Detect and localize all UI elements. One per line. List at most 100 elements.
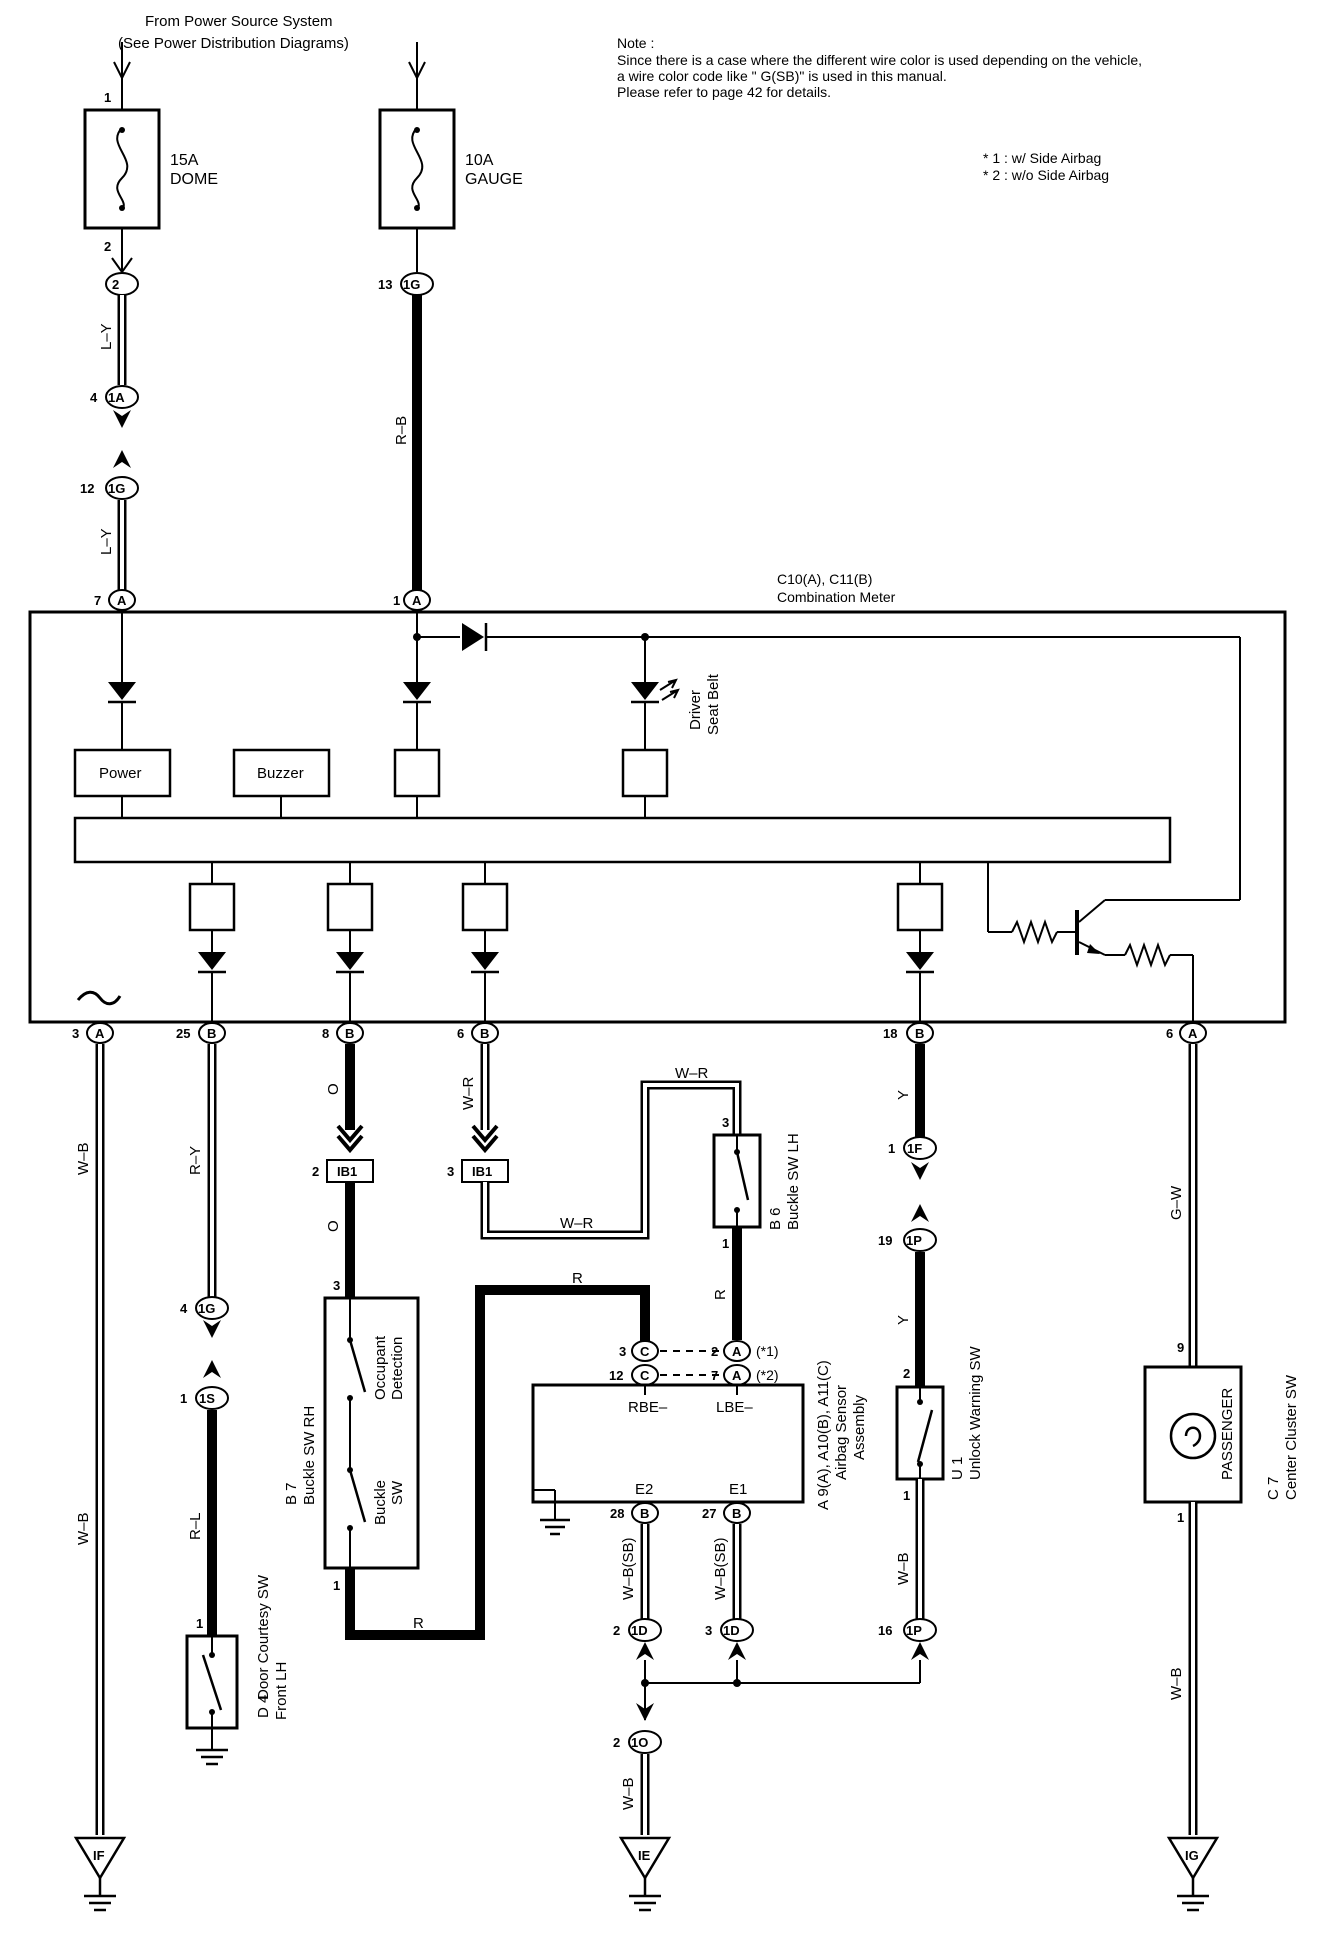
svg-text:(*1): (*1) [756, 1343, 779, 1359]
lamp-label-1: Driver [687, 690, 704, 730]
svg-text:2: 2 [613, 1623, 620, 1638]
svg-text:A: A [1188, 1026, 1198, 1041]
svg-text:19: 19 [878, 1233, 892, 1248]
svg-text:3: 3 [333, 1278, 340, 1293]
svg-text:A: A [732, 1344, 742, 1359]
svg-text:16: 16 [878, 1623, 892, 1638]
svg-text:B: B [345, 1026, 354, 1041]
footnote-1: * 1 : w/ Side Airbag [983, 150, 1101, 166]
svg-text:6: 6 [457, 1026, 464, 1041]
fuse-dome-rating: 15A [170, 152, 199, 169]
svg-text:1S: 1S [199, 1391, 215, 1406]
power-block-label: Power [99, 765, 142, 782]
door-sw-id: D 4 [255, 1695, 272, 1718]
svg-text:Occupant: Occupant [372, 1335, 389, 1400]
svg-text:2: 2 [613, 1735, 620, 1750]
svg-text:28: 28 [610, 1506, 624, 1521]
lamp-label-2: Seat Belt [705, 673, 722, 735]
svg-text:1A: 1A [108, 390, 125, 405]
svg-text:1D: 1D [723, 1623, 740, 1638]
svg-text:7: 7 [711, 1368, 718, 1383]
svg-text:1: 1 [333, 1578, 340, 1593]
power-source-ref: (See Power Distribution Diagrams) [118, 35, 349, 52]
svg-text:W–B: W–B [1168, 1667, 1185, 1700]
power-source-label: From Power Source System [145, 13, 333, 30]
meter-bottom-pins: A 3 B 25 B 8 B 6 B 18 A 6 [72, 1022, 1207, 1044]
svg-text:C: C [640, 1368, 650, 1383]
buzzer-block-label: Buzzer [257, 765, 304, 782]
wire-gw-cluster: G–W 9 PASSENGER C 7 Center Cluster SW 1 … [1143, 1044, 1300, 1912]
svg-text:12: 12 [609, 1368, 623, 1383]
svg-text:R–Y: R–Y [187, 1146, 204, 1175]
airbag-sensor-assembly: C 3 C 12 A 2 A 7 (*1) (*2) RBE– LBE– E2 … [531, 1340, 868, 1536]
fuse-dome-name: DOME [170, 171, 218, 188]
note-title: Note : [617, 35, 654, 51]
svg-text:2: 2 [112, 277, 119, 292]
airbag-name-1: Airbag Sensor [833, 1385, 850, 1480]
svg-text:1O: 1O [631, 1735, 648, 1750]
unlock-name: Unlock Warning SW [967, 1346, 984, 1480]
svg-text:B: B [640, 1506, 649, 1521]
svg-text:3: 3 [705, 1623, 712, 1638]
note-line-2: a wire color code like " G(SB)" is used … [617, 68, 947, 84]
footnote-2: * 2 : w/o Side Airbag [983, 167, 1109, 183]
svg-text:1D: 1D [631, 1623, 648, 1638]
svg-text:A: A [95, 1026, 105, 1041]
connector-1A [105, 385, 139, 409]
meter-control-bar [73, 816, 1172, 864]
svg-text:2: 2 [711, 1344, 718, 1359]
wire-color-ly-1: L–Y [98, 323, 115, 350]
svg-text:8: 8 [322, 1026, 329, 1041]
svg-text:O: O [325, 1083, 342, 1095]
svg-text:C: C [640, 1344, 650, 1359]
svg-text:B: B [915, 1026, 924, 1041]
svg-text:1F: 1F [907, 1141, 922, 1156]
svg-text:W–B: W–B [895, 1552, 912, 1585]
svg-text:Detection: Detection [389, 1337, 406, 1400]
cluster-name: Center Cluster SW [1283, 1374, 1300, 1500]
svg-text:6: 6 [1166, 1026, 1173, 1041]
svg-text:(*2): (*2) [756, 1367, 779, 1383]
svg-text:27: 27 [702, 1506, 716, 1521]
svg-text:B: B [207, 1026, 216, 1041]
svg-text:1: 1 [1177, 1510, 1184, 1525]
svg-text:1P: 1P [906, 1623, 922, 1638]
svg-text:Y: Y [895, 1315, 912, 1325]
fuse-dome: 1 15A DOME 2 [83, 42, 218, 272]
buckle-rh-id: B 7 [283, 1482, 300, 1505]
svg-text:R: R [572, 1270, 583, 1287]
svg-text:2: 2 [312, 1164, 319, 1179]
svg-text:3: 3 [619, 1344, 626, 1359]
svg-text:2: 2 [104, 239, 111, 254]
svg-text:W–B: W–B [620, 1777, 637, 1810]
svg-text:B: B [480, 1026, 489, 1041]
wire-o: O IB1 2 O 3 Occupant Detection Buckle SW… [283, 1044, 650, 1640]
svg-text:W–B(SB): W–B(SB) [712, 1537, 729, 1600]
buckle-rh-name: Buckle SW RH [301, 1406, 318, 1505]
svg-text:Y: Y [895, 1090, 912, 1100]
svg-text:12: 12 [80, 481, 94, 496]
svg-text:1P: 1P [906, 1233, 922, 1248]
meter-title: Combination Meter [777, 589, 896, 605]
buckle-lh-id: B 6 [767, 1207, 784, 1230]
connector-2 [105, 272, 139, 296]
svg-text:3: 3 [447, 1164, 454, 1179]
cluster-id: C 7 [1265, 1477, 1282, 1500]
svg-text:W–B: W–B [75, 1142, 92, 1175]
svg-text:E2: E2 [635, 1481, 653, 1498]
svg-text:18: 18 [883, 1026, 897, 1041]
svg-text:Buckle: Buckle [372, 1480, 389, 1525]
svg-text:A: A [412, 593, 422, 608]
svg-text:1: 1 [196, 1616, 203, 1631]
svg-text:3: 3 [72, 1026, 79, 1041]
fuse-gauge-rating: 10A [465, 152, 494, 169]
svg-text:1: 1 [903, 1488, 910, 1503]
ground-IE: IE [638, 1848, 651, 1863]
header: From Power Source System (See Power Dist… [118, 13, 1142, 183]
buckle-sw-rh [323, 1296, 420, 1570]
svg-text:1G: 1G [198, 1301, 215, 1316]
svg-text:RBE–: RBE– [628, 1399, 668, 1416]
svg-text:SW: SW [389, 1480, 406, 1505]
svg-text:1: 1 [104, 90, 111, 105]
